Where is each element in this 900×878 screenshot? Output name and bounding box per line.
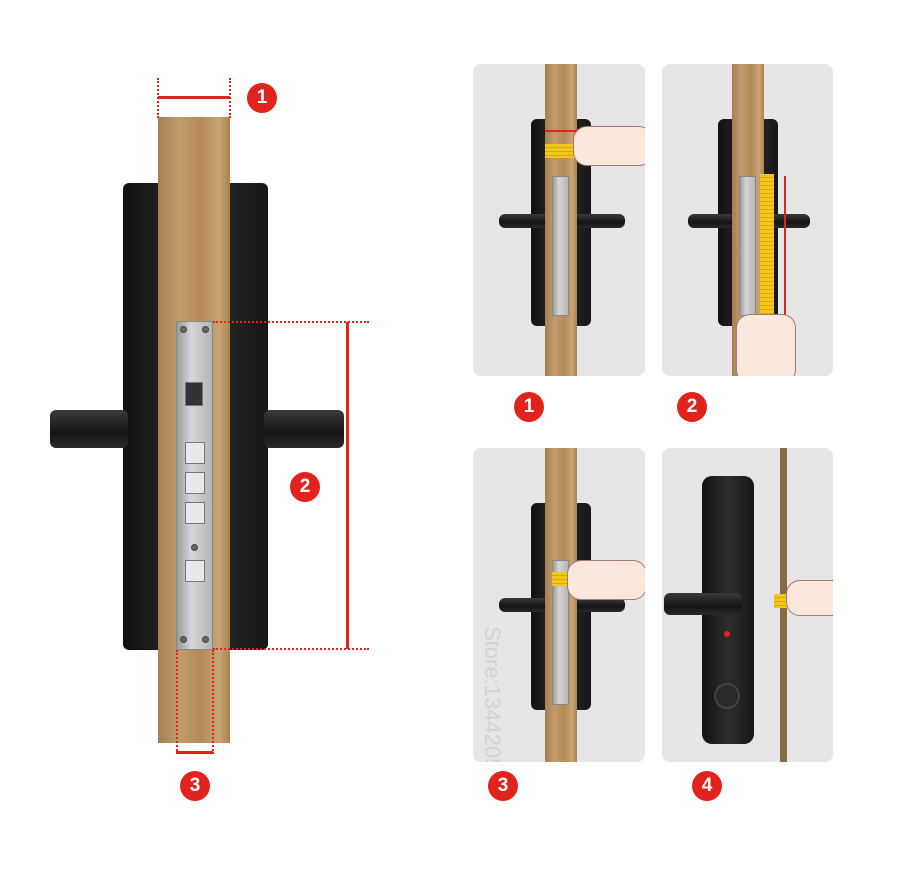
left-handle	[50, 410, 128, 448]
step-panel-1	[473, 64, 645, 376]
step-badge-panel-1: 1	[514, 392, 544, 422]
step-badge-1: 1	[247, 83, 277, 113]
hand-icon	[786, 580, 833, 616]
step-badge-panel-3: 3	[488, 771, 518, 801]
hand-icon	[567, 560, 645, 600]
step-badge-3: 3	[180, 771, 210, 801]
dimension-line-2	[346, 322, 349, 649]
step-panel-3: Store:1344205	[473, 448, 645, 762]
hand-icon	[736, 314, 796, 376]
step-panel-4	[662, 448, 833, 762]
step-badge-panel-2: 2	[677, 392, 707, 422]
hand-icon	[573, 126, 645, 166]
right-handle	[264, 410, 344, 448]
lock-handle	[664, 593, 742, 615]
step-badge-panel-4: 4	[692, 771, 722, 801]
dimension-line-1	[158, 96, 230, 99]
step-badge-2: 2	[290, 472, 320, 502]
mortise-plate	[176, 321, 213, 650]
step-panel-2	[662, 64, 833, 376]
dimension-line-3	[176, 751, 213, 754]
watermark: Store:1344205	[480, 626, 505, 762]
